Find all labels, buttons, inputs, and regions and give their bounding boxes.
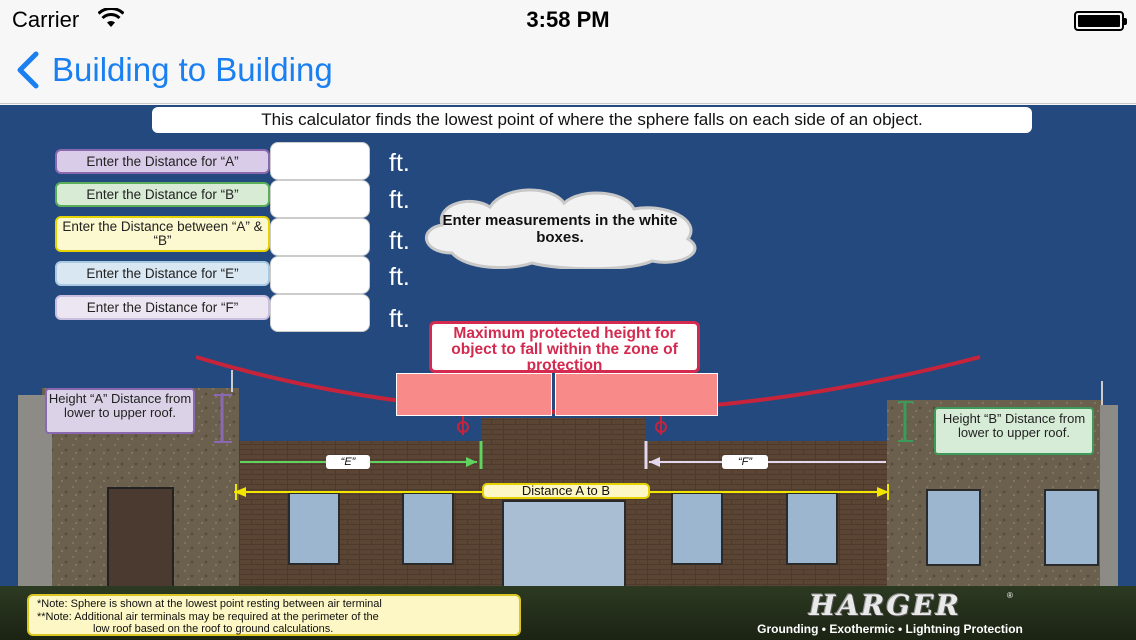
nav-title: Building to Building xyxy=(52,51,333,88)
intro-text: This calculator finds the lowest point o… xyxy=(152,107,1032,133)
notes-box: *Note: Sphere is shown at the lowest poi… xyxy=(27,594,521,636)
distance-e-input[interactable] xyxy=(270,256,370,294)
status-bar: Carrier 3:58 PM xyxy=(0,0,1136,40)
label-distance-a: Enter the Distance for “A” xyxy=(55,149,270,174)
carrier-label: Carrier xyxy=(12,7,80,32)
max-height-label: Maximum protected height for object to f… xyxy=(429,321,700,374)
wifi-icon xyxy=(98,8,124,27)
label-distance-between: Enter the Distance between “A” & “B” xyxy=(55,216,270,252)
distance-ab-label: Distance A to B xyxy=(482,483,650,499)
back-button[interactable]: Building to Building xyxy=(14,50,333,90)
height-a-callout: Height “A” Distance from lower to upper … xyxy=(45,388,195,434)
chevron-left-icon xyxy=(17,51,39,89)
battery-icon xyxy=(1074,11,1127,31)
unit-label: ft. xyxy=(389,186,410,214)
label-distance-b: Enter the Distance for “B” xyxy=(55,182,270,207)
unit-label: ft. xyxy=(389,305,410,333)
unit-label: ft. xyxy=(389,149,410,177)
label-distance-e: Enter the Distance for “E” xyxy=(55,261,270,286)
distance-b-input[interactable] xyxy=(270,180,370,218)
unit-label: ft. xyxy=(389,263,410,291)
status-time: 3:58 PM xyxy=(526,7,610,32)
calculator-scene: This calculator finds the lowest point o… xyxy=(0,105,1136,640)
note-line: low roof based on the roof to ground cal… xyxy=(93,623,334,635)
note-line: **Note: Additional air terminals may be … xyxy=(37,610,379,623)
result-right xyxy=(555,373,718,416)
dimension-f-label: “F” xyxy=(722,455,768,469)
left-door xyxy=(107,487,174,589)
logo-tagline: Grounding • Exothermic • Lightning Prote… xyxy=(757,622,1023,636)
logo-wordmark: HARGER xyxy=(809,589,961,622)
dimension-e-label: “E” xyxy=(326,455,370,469)
height-b-callout: Height “B” Distance from lower to upper … xyxy=(934,407,1094,455)
center-tower xyxy=(481,418,646,444)
unit-label: ft. xyxy=(389,227,410,255)
note-line: *Note: Sphere is shown at the lowest poi… xyxy=(37,598,382,610)
distance-between-input[interactable] xyxy=(270,218,370,256)
cloud-shape xyxy=(424,188,697,269)
harger-logo: HARGER ® Grounding • Exothermic • Lightn… xyxy=(755,589,1025,640)
cloud-instruction: Enter measurements in the white boxes. xyxy=(442,212,678,246)
result-left xyxy=(396,373,552,416)
distance-f-input[interactable] xyxy=(270,294,370,332)
navigation-bar: Building to Building xyxy=(0,40,1136,104)
label-distance-f: Enter the Distance for “F” xyxy=(55,295,270,320)
distance-a-input[interactable] xyxy=(270,142,370,180)
center-door xyxy=(502,500,626,589)
registered-mark: ® xyxy=(1007,591,1013,600)
